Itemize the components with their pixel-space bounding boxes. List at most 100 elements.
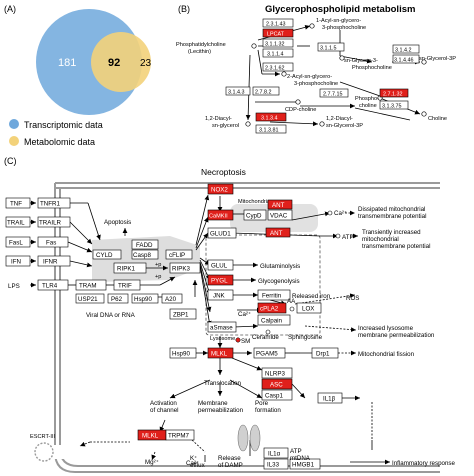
node-snglyc3p bbox=[421, 59, 427, 65]
enzyme-e10: 3.1.4.3 bbox=[225, 86, 251, 96]
label-released-iron: Released iron bbox=[292, 293, 331, 300]
gene-casp8: Casp8 bbox=[131, 249, 159, 260]
enzyme-e4: 3.1.1.4 bbox=[262, 48, 294, 58]
label-aa: AA bbox=[287, 298, 296, 305]
svg-text:IFN: IFN bbox=[11, 259, 21, 266]
svg-text:CaMKII: CaMKII bbox=[209, 214, 228, 220]
svg-text:2.7.1.32: 2.7.1.32 bbox=[383, 92, 402, 98]
gene-pygl: PYGL bbox=[207, 274, 234, 286]
label-mg: Mg²⁺ bbox=[145, 459, 159, 466]
gene-il1b: IL1β bbox=[317, 392, 343, 404]
gene-lox: LOX bbox=[296, 302, 322, 314]
panel-label-b: (B) bbox=[178, 4, 190, 14]
svg-text:PGAM5: PGAM5 bbox=[256, 351, 278, 358]
svg-text:3.1.3.75: 3.1.3.75 bbox=[382, 104, 401, 110]
enzyme-e14: 3.1.3.4 bbox=[255, 112, 287, 122]
label-apoptosis: Apoptosis bbox=[104, 219, 131, 226]
svg-text:ZBP1: ZBP1 bbox=[173, 312, 189, 319]
gene-cyld: CYLD bbox=[92, 249, 122, 260]
label-mitochondria: Mitochondria bbox=[238, 199, 271, 205]
svg-text:TLR4: TLR4 bbox=[42, 283, 58, 290]
node-acyl1 bbox=[309, 23, 315, 29]
metabolite-snglyc: sn-Glycero-3-Phosphocholine bbox=[344, 58, 392, 71]
label-atp: ATP bbox=[342, 234, 354, 241]
label-plus-p-1: +p bbox=[155, 262, 161, 268]
gene-a20: A20 bbox=[161, 293, 183, 304]
enzyme-e3: 3.1.1.32 bbox=[262, 38, 294, 48]
venn-right-count: 23 bbox=[140, 58, 152, 69]
pathway-title-necroptosis: Necroptosis bbox=[201, 167, 246, 177]
gene-trailr: TRAILR bbox=[37, 216, 71, 228]
svg-text:CypD: CypD bbox=[246, 213, 262, 220]
svg-text:IL1α: IL1α bbox=[268, 451, 281, 458]
gene-asmase: aSmase bbox=[207, 321, 237, 333]
svg-text:2.7.8.2: 2.7.8.2 bbox=[255, 90, 272, 96]
svg-text:P62: P62 bbox=[111, 296, 123, 303]
gene-ant-1: ANT bbox=[267, 199, 293, 210]
venn-overlap-count: 92 bbox=[108, 57, 120, 69]
metabolite-snglyc3p: sn-Glycerol-3P bbox=[419, 56, 456, 62]
label-sm: SM bbox=[241, 338, 250, 345]
svg-text:TNFR1: TNFR1 bbox=[40, 201, 60, 208]
pathway-title-glycero: Glycerophospholipid metabolism bbox=[265, 4, 415, 15]
svg-text:ANT: ANT bbox=[272, 202, 285, 209]
gene-asc: ASC bbox=[261, 378, 293, 390]
svg-text:Casp1: Casp1 bbox=[265, 393, 283, 400]
gene-mlkl-2: MLKL bbox=[137, 429, 167, 441]
gene-calpain: Calpain bbox=[257, 314, 291, 326]
gene-il33: IL33 bbox=[263, 458, 289, 470]
svg-text:2.3.1.62: 2.3.1.62 bbox=[265, 66, 284, 72]
metabolite-cdp: CDP-choline bbox=[285, 107, 316, 113]
enzyme-e11: 2.7.7.15 bbox=[319, 88, 349, 98]
legend-swatch-transcriptomic bbox=[9, 119, 19, 129]
label-k-efflux: K⁺efflux bbox=[190, 455, 206, 469]
gene-tnfr1: TNFR1 bbox=[37, 197, 71, 209]
gene-ant-2: ANT bbox=[265, 227, 291, 238]
svg-text:IFNR: IFNR bbox=[43, 259, 58, 266]
gene-ifn: IFN bbox=[5, 255, 31, 267]
metabolite-acyl2: 2-Acyl-sn-glycero-3-phosphocholine bbox=[287, 74, 338, 87]
dot-aa bbox=[289, 306, 295, 312]
enzyme-e13: 3.1.3.75 bbox=[379, 100, 409, 110]
svg-text:RIPK3: RIPK3 bbox=[172, 266, 190, 273]
enzyme-e2: LPCAT bbox=[262, 28, 294, 38]
dot-ceramide bbox=[265, 329, 271, 335]
venn-circle-metabolomic bbox=[91, 32, 151, 92]
svg-text:Calpain: Calpain bbox=[261, 318, 283, 325]
node-diacyl3p bbox=[319, 121, 325, 127]
label-ca-2: Ca²⁺ bbox=[238, 311, 251, 318]
gene-usp21: USP21 bbox=[75, 293, 105, 304]
svg-text:2.3.1.43: 2.3.1.43 bbox=[266, 22, 285, 28]
svg-text:LPCAT: LPCAT bbox=[267, 32, 285, 38]
panel-label-a: (A) bbox=[4, 4, 16, 14]
panel-label-c: (C) bbox=[4, 156, 17, 166]
gene-trail: TRAIL bbox=[5, 216, 31, 228]
svg-text:IL33: IL33 bbox=[267, 462, 280, 469]
svg-text:ASC: ASC bbox=[270, 382, 283, 389]
gene-il1a: IL1α bbox=[263, 447, 289, 459]
gene-vdac: VDAC bbox=[267, 209, 293, 221]
svg-text:3.1.3.4: 3.1.3.4 bbox=[261, 116, 278, 122]
svg-text:FasL: FasL bbox=[9, 240, 23, 247]
svg-text:JNK: JNK bbox=[213, 293, 226, 300]
label-ca-3: Ca²⁺ bbox=[186, 460, 199, 467]
svg-text:GLUD1: GLUD1 bbox=[210, 231, 231, 238]
metabolite-choline: Choline bbox=[428, 116, 447, 122]
node-diacyl bbox=[245, 121, 251, 127]
venn-left-count: 181 bbox=[58, 57, 76, 69]
svg-text:2.7.7.15: 2.7.7.15 bbox=[323, 92, 342, 98]
svg-text:NOX2: NOX2 bbox=[211, 187, 228, 194]
metabolite-acyl1: 1-Acyl-sn-glycero-3-phosphocholine bbox=[316, 18, 366, 31]
svg-text:MLKL: MLKL bbox=[211, 351, 228, 358]
svg-text:3.1.3.81: 3.1.3.81 bbox=[259, 128, 278, 134]
svg-text:RIPK1: RIPK1 bbox=[117, 266, 135, 273]
label-plus-p-2: +p bbox=[155, 274, 161, 280]
gene-trpm7: TRPM7 bbox=[165, 429, 195, 441]
enzyme-e8: 2.3.1.62 bbox=[262, 62, 294, 72]
svg-text:HMGB1: HMGB1 bbox=[292, 462, 315, 469]
dot-ca-1 bbox=[327, 210, 333, 216]
